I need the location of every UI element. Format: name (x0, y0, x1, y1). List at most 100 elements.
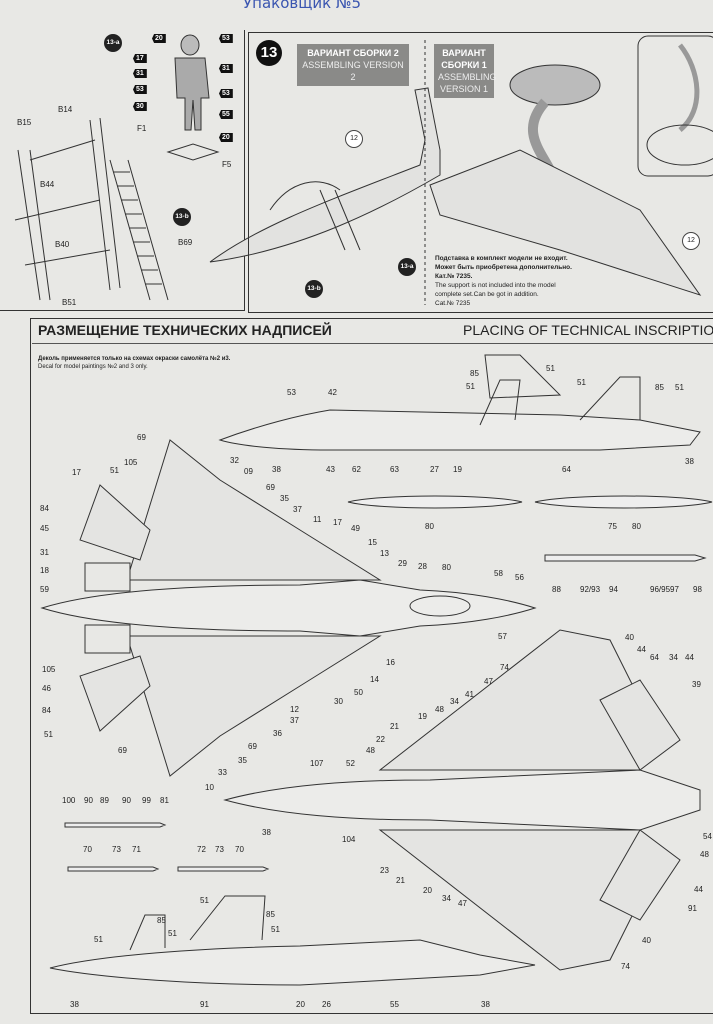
decal-number: 35 (280, 494, 289, 503)
decal-number: 20 (296, 1000, 305, 1009)
decal-number: 94 (609, 585, 618, 594)
decal-number: 11 (313, 515, 322, 524)
decal-number: 49 (351, 524, 360, 533)
pilot-decal: 17 (133, 54, 147, 63)
section-title-ru: РАЗМЕЩЕНИЕ ТЕХНИЧЕСКИХ НАДПИСЕЙ (38, 322, 332, 338)
decal-number: 97 (670, 585, 679, 594)
decal-number: 62 (352, 465, 361, 474)
decal-number: 34 (669, 653, 678, 662)
decal-number: 16 (386, 658, 395, 667)
note-ru: Может быть приобретена дополнительно. (435, 264, 572, 271)
decal-number: 37 (293, 505, 302, 514)
decal-number: 107 (310, 759, 324, 768)
decal-number: 52 (346, 759, 355, 768)
subassembly-badge: 13-b (305, 280, 323, 298)
decal-number: 19 (453, 465, 462, 474)
decal-number: 37 (290, 716, 299, 725)
subassembly-badge: 13-a (104, 34, 122, 52)
subassembly-badge: 13-b (173, 208, 191, 226)
decal-number: 22 (376, 735, 385, 744)
version-ru: ВАРИАНТ СБОРКИ 1 (441, 48, 487, 70)
decal-number: 48 (435, 705, 444, 714)
decal-number: 85 (266, 910, 275, 919)
part-callout: 12 (682, 232, 700, 250)
part-label: F1 (137, 124, 147, 133)
decal-number: 33 (218, 768, 227, 777)
part-label: B40 (55, 240, 70, 249)
decal-number: 26 (322, 1000, 331, 1009)
handwritten-note: Упаковщик №5 (243, 0, 362, 12)
part-label: F5 (222, 160, 232, 169)
decal-number: 32 (230, 456, 239, 465)
section-title-en: PLACING OF TECHNICAL INSCRIPTIONS (463, 322, 713, 338)
decal-number: 80 (632, 522, 641, 531)
decal-number: 21 (396, 876, 405, 885)
decal-number: 74 (621, 962, 630, 971)
decal-number: 69 (248, 742, 257, 751)
step-13-panel (248, 32, 713, 313)
pilot-decal: 31 (133, 69, 147, 78)
decal-number: 38 (262, 828, 271, 837)
decal-number: 51 (44, 730, 53, 739)
decal-number: 17 (72, 468, 81, 477)
decal-number: 40 (625, 633, 634, 642)
decal-number: 18 (40, 566, 49, 575)
decal-number: 91 (200, 1000, 209, 1009)
decal-number: 69 (266, 483, 275, 492)
divider (32, 343, 713, 344)
decal-number: 56 (515, 573, 524, 582)
part-label: B44 (40, 180, 55, 189)
decal-number: 90 (84, 796, 93, 805)
pilot-decal: 20 (152, 34, 166, 43)
decal-number: 75 (608, 522, 617, 531)
part-label: B69 (178, 238, 193, 247)
subassembly-badge: 13-a (398, 258, 416, 276)
decal-number: 53 (287, 388, 296, 397)
decal-number: 47 (458, 899, 467, 908)
decal-number: 31 (40, 548, 49, 557)
decal-number: 30 (334, 697, 343, 706)
decal-number: 70 (235, 845, 244, 854)
decal-number: 38 (70, 1000, 79, 1009)
decal-number: 81 (160, 796, 169, 805)
decal-number: 69 (118, 746, 127, 755)
version-ru: ВАРИАНТ СБОРКИ 2 (307, 48, 399, 58)
decal-number: 50 (354, 688, 363, 697)
decal-number: 38 (272, 465, 281, 474)
decal-number: 44 (685, 653, 694, 662)
decal-number: 13 (380, 549, 389, 558)
version-en: ASSEMBLING VERSION 1 (438, 72, 497, 94)
decal-number: 70 (83, 845, 92, 854)
decal-number: 34 (442, 894, 451, 903)
decal-number: 51 (466, 382, 475, 391)
decal-number: 84 (40, 504, 49, 513)
decal-number: 98 (693, 585, 702, 594)
decal-number: 40 (642, 936, 651, 945)
decal-number: 74 (500, 663, 509, 672)
decal-number: 39 (692, 680, 701, 689)
decal-number: 85 (655, 383, 664, 392)
part-label: B14 (58, 105, 73, 114)
decal-number: 41 (465, 690, 474, 699)
decal-number: 09 (244, 467, 253, 476)
decal-number: 91 (688, 904, 697, 913)
decal-number: 17 (333, 518, 342, 527)
decal-number: 80 (442, 563, 451, 572)
pilot-decal: 53 (219, 89, 233, 98)
note-en: The support is not included into the mod… (435, 282, 556, 289)
pilot-decal: 55 (219, 110, 233, 119)
decal-number: 51 (110, 466, 119, 475)
decal-number: 73 (112, 845, 121, 854)
decal-number: 48 (366, 746, 375, 755)
note-en: Cat.№ 7235 (435, 300, 471, 307)
decal-number: 73 (215, 845, 224, 854)
decal-number: 63 (390, 465, 399, 474)
decal-number: 21 (390, 722, 399, 731)
decal-number: 51 (271, 925, 280, 934)
pilot-decal: 53 (133, 85, 147, 94)
decal-number: 51 (94, 935, 103, 944)
decal-number: 20 (423, 886, 432, 895)
pilot-decal: 20 (219, 133, 233, 142)
